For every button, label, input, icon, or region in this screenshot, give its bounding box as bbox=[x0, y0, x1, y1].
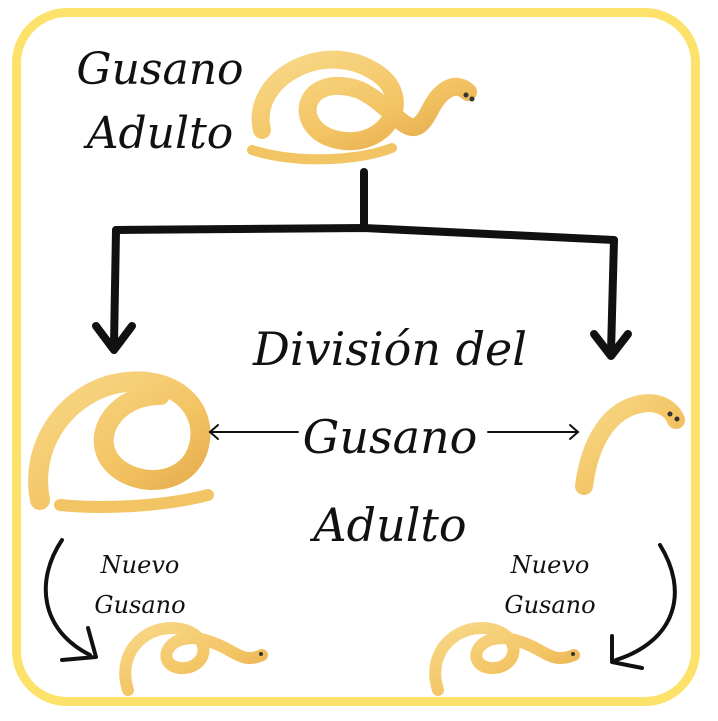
right-curved-arrow bbox=[610, 543, 677, 670]
left-new-worm-label: Nuevo Gusano bbox=[70, 545, 210, 625]
right-label-line-1: Nuevo bbox=[510, 551, 590, 579]
right-new-worm-label: Nuevo Gusano bbox=[480, 545, 620, 625]
right-label-line-2: Gusano bbox=[504, 591, 596, 619]
left-curved-arrow bbox=[43, 538, 98, 662]
new-worm-right-icon bbox=[429, 622, 580, 696]
center-line-1: División del bbox=[253, 322, 527, 376]
left-label-line-2: Gusano bbox=[94, 591, 186, 619]
diagram-frame bbox=[12, 8, 700, 706]
right-pointer-arrow bbox=[487, 424, 580, 440]
left-worm-fragment-icon bbox=[28, 371, 214, 513]
title-line-2: Adulto bbox=[86, 108, 234, 159]
adult-worm-icon bbox=[247, 50, 477, 165]
title-adult-worm: Gusano Adulto bbox=[60, 38, 260, 166]
split-arrow bbox=[92, 168, 632, 360]
center-line-3: Adulto bbox=[313, 498, 467, 552]
new-worm-left-icon bbox=[119, 622, 268, 696]
title-line-1: Gusano bbox=[76, 44, 244, 95]
center-line-2: Gusano bbox=[302, 410, 478, 464]
right-worm-fragment-icon bbox=[575, 394, 685, 495]
left-label-line-1: Nuevo bbox=[100, 551, 180, 579]
left-pointer-arrow bbox=[208, 424, 299, 440]
center-label-division: División del Gusano Adulto bbox=[250, 305, 530, 569]
